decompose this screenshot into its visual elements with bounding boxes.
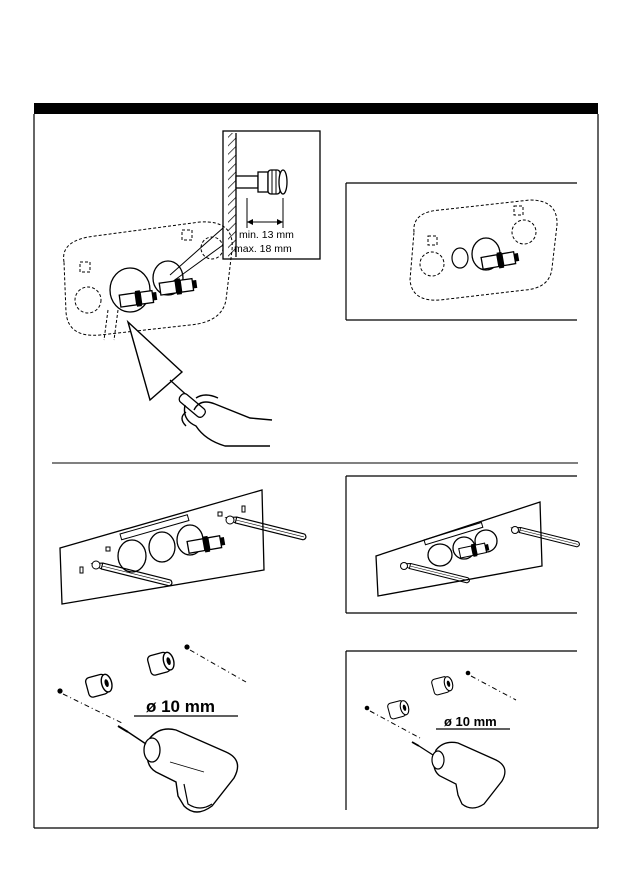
header-bar xyxy=(34,103,598,114)
drill-size-label: ø 10 mm xyxy=(146,697,215,716)
wall-plug-icon-3 xyxy=(431,675,454,696)
fitting-icon-2 xyxy=(481,249,520,271)
fitting-right-icon xyxy=(159,276,198,297)
wall-plug-icon-4 xyxy=(387,699,410,720)
panel-3-mark-holes xyxy=(60,490,307,604)
panel-4-mark-holes-framed xyxy=(346,476,580,613)
panel-5-drilling: ø 10 mm xyxy=(57,644,246,812)
fitting-left-icon xyxy=(119,288,158,309)
dim-max-label: max. 18 mm xyxy=(234,243,292,255)
drill-icon xyxy=(118,726,238,812)
wall-plug-icon-1 xyxy=(147,650,176,676)
drill-icon-2 xyxy=(412,742,505,808)
panel-1-fitting-installation: min. 13 mm max. 18 mm xyxy=(64,131,320,446)
trowel-icon xyxy=(128,322,207,419)
drill-size-label-2: ø 10 mm xyxy=(444,714,497,729)
panel-2-framed-box xyxy=(346,183,577,320)
dim-min-label: min. 13 mm xyxy=(239,229,294,241)
wall-plug-icon-2 xyxy=(85,672,114,698)
panel-6-drilling-framed: ø 10 mm xyxy=(346,651,577,810)
mounting-box-outline-2 xyxy=(410,200,557,300)
